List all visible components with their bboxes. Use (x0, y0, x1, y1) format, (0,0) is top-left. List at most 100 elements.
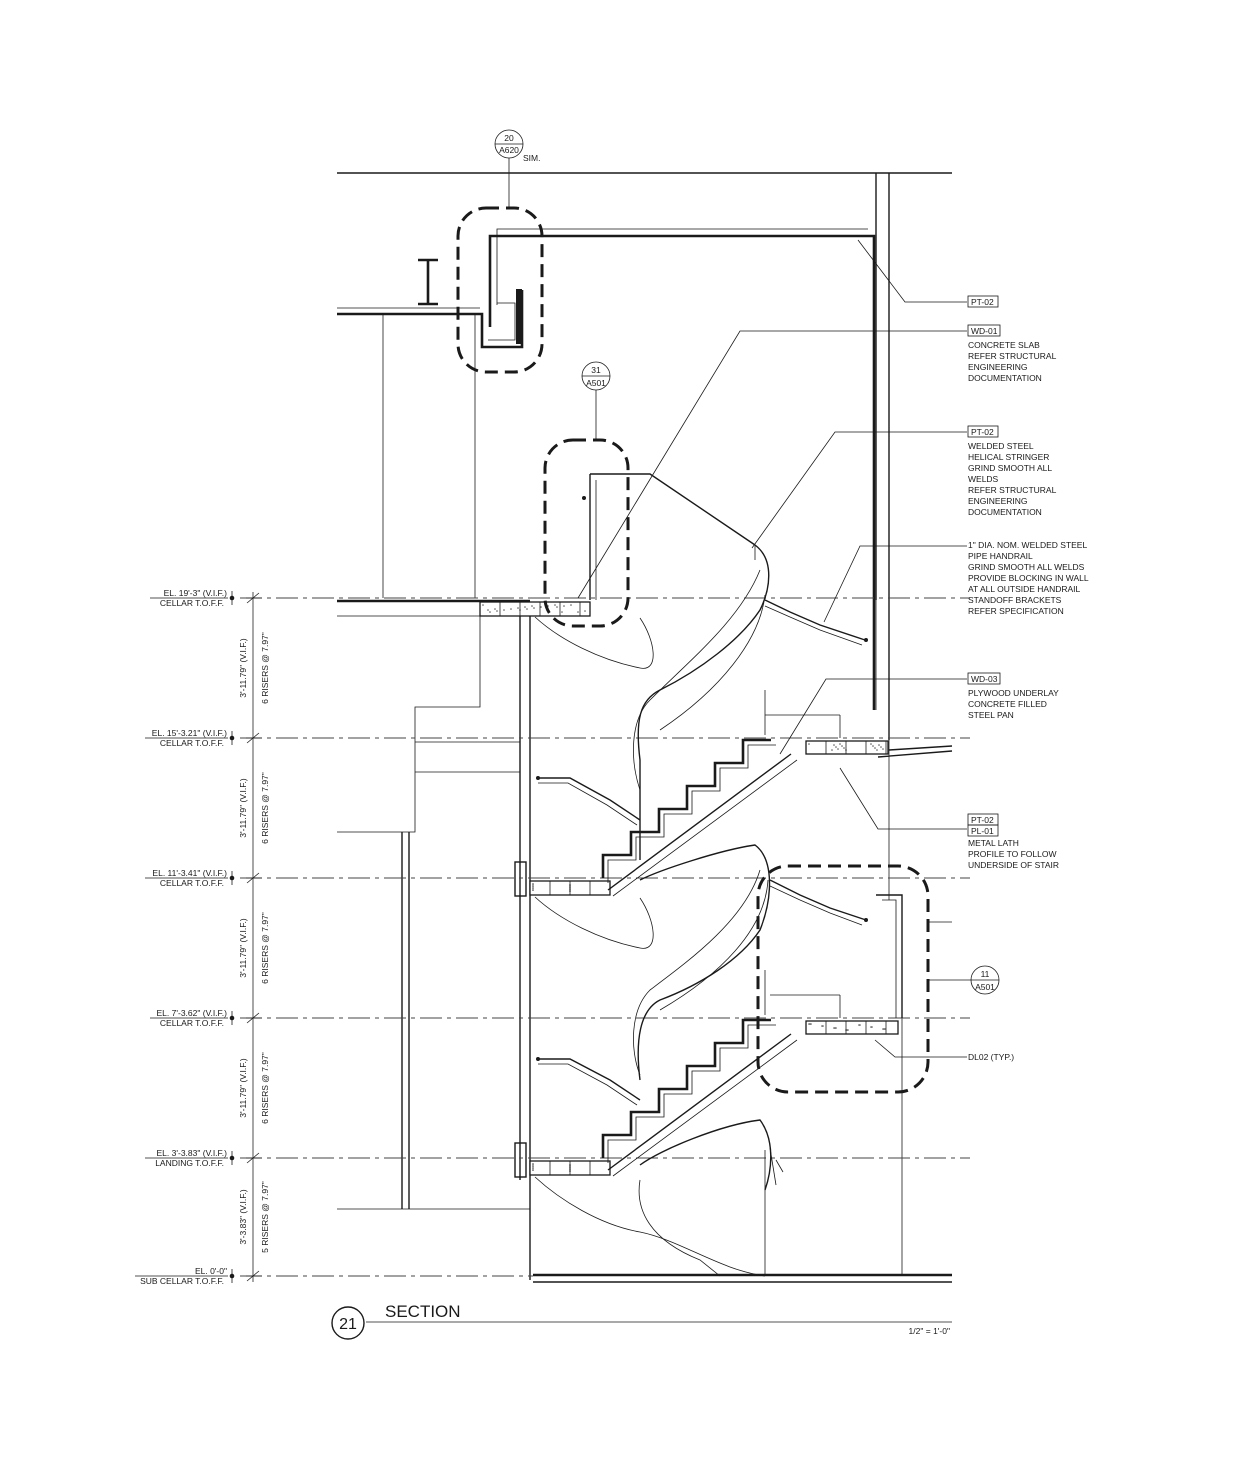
handrails (536, 474, 903, 1106)
drawing-number: 21 (339, 1316, 357, 1333)
dimension-risers: 6 RISERS @ 7.97" (260, 912, 270, 984)
callout-number: 31 (591, 365, 601, 375)
tag-label: WD-03 (971, 674, 998, 684)
note-line: PLYWOOD UNDERLAY (968, 688, 1059, 698)
landing-slab-upper (805, 740, 889, 755)
note-line: DOCUMENTATION (968, 373, 1042, 383)
note-pt02-top: PT-02 (967, 295, 999, 308)
callout-sheet: A501 (975, 982, 995, 992)
landing-slab-lower (805, 1020, 899, 1035)
dimension: 3'-11.79" (V.I.F.) 6 RISERS @ 7.97" (238, 912, 270, 984)
level-elevation: EL. 3'-3.83" (V.I.F.) (157, 1148, 228, 1158)
callout-11: 11 A501 (928, 965, 1000, 995)
level-name: CELLAR T.O.F.F. (160, 598, 224, 608)
cloud-parapet (456, 206, 544, 374)
dimension-height: 3'-3.83" (V.I.F.) (238, 1189, 248, 1245)
note-handrail: 1" DIA. NOM. WELDED STEEL PIPE HANDRAIL … (968, 540, 1089, 616)
dimension-risers: 6 RISERS @ 7.97" (260, 632, 270, 704)
dimension-risers: 6 RISERS @ 7.97" (260, 1052, 270, 1124)
upper-slab (479, 601, 591, 617)
level-elevation: EL. 7'-3.62" (V.I.F.) (157, 1008, 228, 1018)
level-marker: EL. 19'-3" (V.I.F.) CELLAR T.O.F.F. (150, 588, 235, 608)
note-line: REFER STRUCTURAL (968, 351, 1057, 361)
note-line: DL02 (TYP.) (968, 1052, 1014, 1062)
note-line: HELICAL STRINGER (968, 452, 1049, 462)
title-bubble (331, 1306, 365, 1340)
level-name: CELLAR T.O.F.F. (160, 878, 224, 888)
dimension: 3'-11.79" (V.I.F.) 6 RISERS @ 7.97" (238, 772, 270, 844)
callout-sheet: A620 (499, 145, 519, 155)
note-line: GRIND SMOOTH ALL WELDS (968, 562, 1085, 572)
tag-label: PL-01 (971, 826, 994, 836)
cloud-lower-landing (756, 864, 930, 1094)
parapet-cap (516, 289, 522, 344)
note-line: REFER STRUCTURAL (968, 485, 1057, 495)
stair-flight-upper (601, 738, 798, 897)
level-marker: EL. 7'-3.62" (V.I.F.) CELLAR T.O.F.F. (150, 1008, 235, 1028)
level-marker: EL. 15'-3.21" (V.I.F.) CELLAR T.O.F.F. (145, 728, 235, 748)
note-wd01: WD-01 CONCRETE SLAB REFER STRUCTURAL ENG… (967, 324, 1057, 383)
level-marker: EL. 3'-3.83" (V.I.F.) LANDING T.O.F.F. (145, 1148, 235, 1168)
vertical-dimensions: 3'-11.79" (V.I.F.) 6 RISERS @ 7.97" 3'-1… (238, 592, 270, 1282)
dimension-height: 3'-11.79" (V.I.F.) (238, 1058, 248, 1118)
building-structure (337, 172, 953, 1283)
note-line: REFER SPECIFICATION (968, 606, 1064, 616)
note-line: CONCRETE SLAB (968, 340, 1040, 350)
revision-clouds (456, 206, 930, 1094)
note-line: ENGINEERING (968, 362, 1028, 372)
level-labels: EL. 19'-3" (V.I.F.) CELLAR T.O.F.F. EL. … (135, 588, 235, 1286)
note-line: DOCUMENTATION (968, 507, 1042, 517)
drawing-title: 21 SECTION 1/2" = 1'-0" (331, 1302, 952, 1340)
note-line: UNDERSIDE OF STAIR (968, 860, 1059, 870)
note-line: WELDS (968, 474, 999, 484)
note-line: PROFILE TO FOLLOW (968, 849, 1056, 859)
note-line: CONCRETE FILLED (968, 699, 1047, 709)
tag-box (967, 324, 1001, 337)
level-marker: EL. 0'-0" SUB CELLAR T.O.F.F. (135, 1266, 235, 1286)
note-line: PROVIDE BLOCKING IN WALL (968, 573, 1089, 583)
note-line: WELDED STEEL (968, 441, 1034, 451)
tag-label: PT-02 (971, 297, 994, 307)
note-line: ENGINEERING (968, 496, 1028, 506)
note-line: PIPE HANDRAIL (968, 551, 1033, 561)
level-marker: EL. 11'-3.41" (V.I.F.) CELLAR T.O.F.F. (145, 868, 235, 888)
cloud-upper-guard (543, 438, 630, 628)
dimension-height: 3'-11.79" (V.I.F.) (238, 778, 248, 838)
leader-lines (577, 239, 967, 1058)
callout-20: 20 A620 SIM. (494, 129, 540, 208)
level-name: CELLAR T.O.F.F. (160, 738, 224, 748)
tag-label: PT-02 (971, 815, 994, 825)
datum-lines (240, 597, 970, 1277)
note-line: STEEL PAN (968, 710, 1014, 720)
note-pt02-stringer: PT-02 WELDED STEEL HELICAL STRINGER GRIN… (967, 425, 1057, 517)
note-dl02: DL02 (TYP.) (968, 1052, 1014, 1062)
note-line: STANDOFF BRACKETS (968, 595, 1062, 605)
dimension: 3'-3.83" (V.I.F.) 5 RISERS @ 7.97" (238, 1181, 270, 1253)
note-line: METAL LATH (968, 838, 1019, 848)
steel-beam-icon (418, 258, 438, 306)
dimension-risers: 6 RISERS @ 7.97" (260, 772, 270, 844)
level-elevation: EL. 15'-3.21" (V.I.F.) (152, 728, 227, 738)
tag-box (967, 425, 999, 438)
level-name: LANDING T.O.F.F. (155, 1158, 224, 1168)
tag-box (967, 295, 999, 308)
stair-flights (601, 738, 798, 1177)
level-name: CELLAR T.O.F.F. (160, 1018, 224, 1028)
tag-label: WD-01 (971, 326, 998, 336)
dimension: 3'-11.79" (V.I.F.) 6 RISERS @ 7.97" (238, 1052, 270, 1124)
bracket-upper (514, 861, 527, 897)
callout-sheet: A501 (586, 378, 606, 388)
callout-number: 11 (981, 969, 990, 979)
callout-suffix: SIM. (523, 153, 540, 163)
note-lath: PT-02 PL-01 METAL LATH PROFILE TO FOLLOW… (967, 813, 1059, 870)
note-wd03: WD-03 PLYWOOD UNDERLAY CONCRETE FILLED S… (967, 672, 1059, 720)
level-name: SUB CELLAR T.O.F.F. (140, 1276, 224, 1286)
callout-31: 31 A501 (581, 361, 611, 440)
tag-box (967, 672, 1001, 685)
concrete-slabs (479, 601, 899, 1176)
level-elevation: EL. 11'-3.41" (V.I.F.) (152, 868, 227, 878)
dimension-risers: 5 RISERS @ 7.97" (260, 1181, 270, 1253)
note-line: GRIND SMOOTH ALL (968, 463, 1052, 473)
tag-box (967, 824, 999, 837)
helical-stringers (534, 473, 841, 1277)
